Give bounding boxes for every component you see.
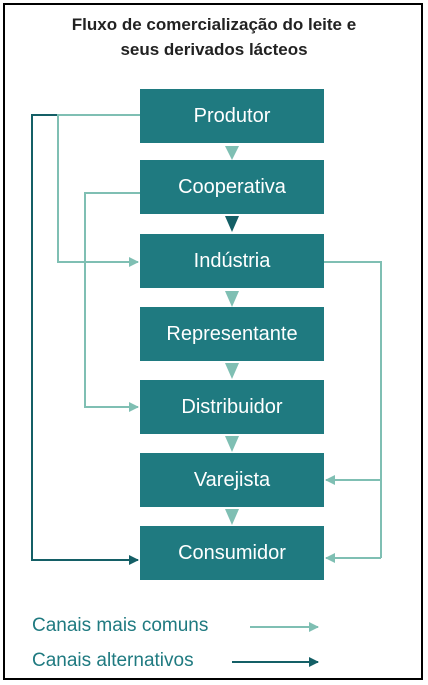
arrow-varejista-consumidor [225,509,239,525]
diagram-frame [3,3,423,680]
node-label: Consumidor [178,541,286,564]
node-label: Cooperativa [178,175,286,198]
title-line-1: Fluxo de comercialização do leite e [71,15,357,34]
node-label: Produtor [193,104,271,127]
node-industria: Indústria [140,234,324,288]
node-label: Distribuidor [181,395,283,418]
arrow-representante-distribuidor [225,363,239,379]
title-line-2: seus derivados lácteos [120,40,308,59]
diagram-title: Fluxo de comercialização do leite e seus… [0,12,428,62]
node-produtor: Produtor [140,89,324,143]
arrow-produtor-cooperativa [225,146,239,160]
node-distribuidor: Distribuidor [140,380,324,434]
node-label: Representante [166,322,298,345]
node-representante: Representante [140,307,324,361]
connector-cooperativa-distribuidor [84,192,140,412]
legend-common-label: Canais mais comuns [32,615,209,636]
arrow-cooperativa-industria [225,216,239,232]
arrow-distribuidor-varejista [225,436,239,452]
arrow-industria-representante [225,291,239,307]
node-consumidor: Consumidor [140,526,324,580]
connector-industria-right [324,261,382,558]
node-cooperativa: Cooperativa [140,160,324,214]
legend-alternative-label: Canais alternativos [32,650,194,671]
node-label: Varejista [193,468,271,491]
node-label: Indústria [193,249,271,272]
connector-produtor-industria [57,114,140,267]
node-varejista: Varejista [140,453,324,507]
